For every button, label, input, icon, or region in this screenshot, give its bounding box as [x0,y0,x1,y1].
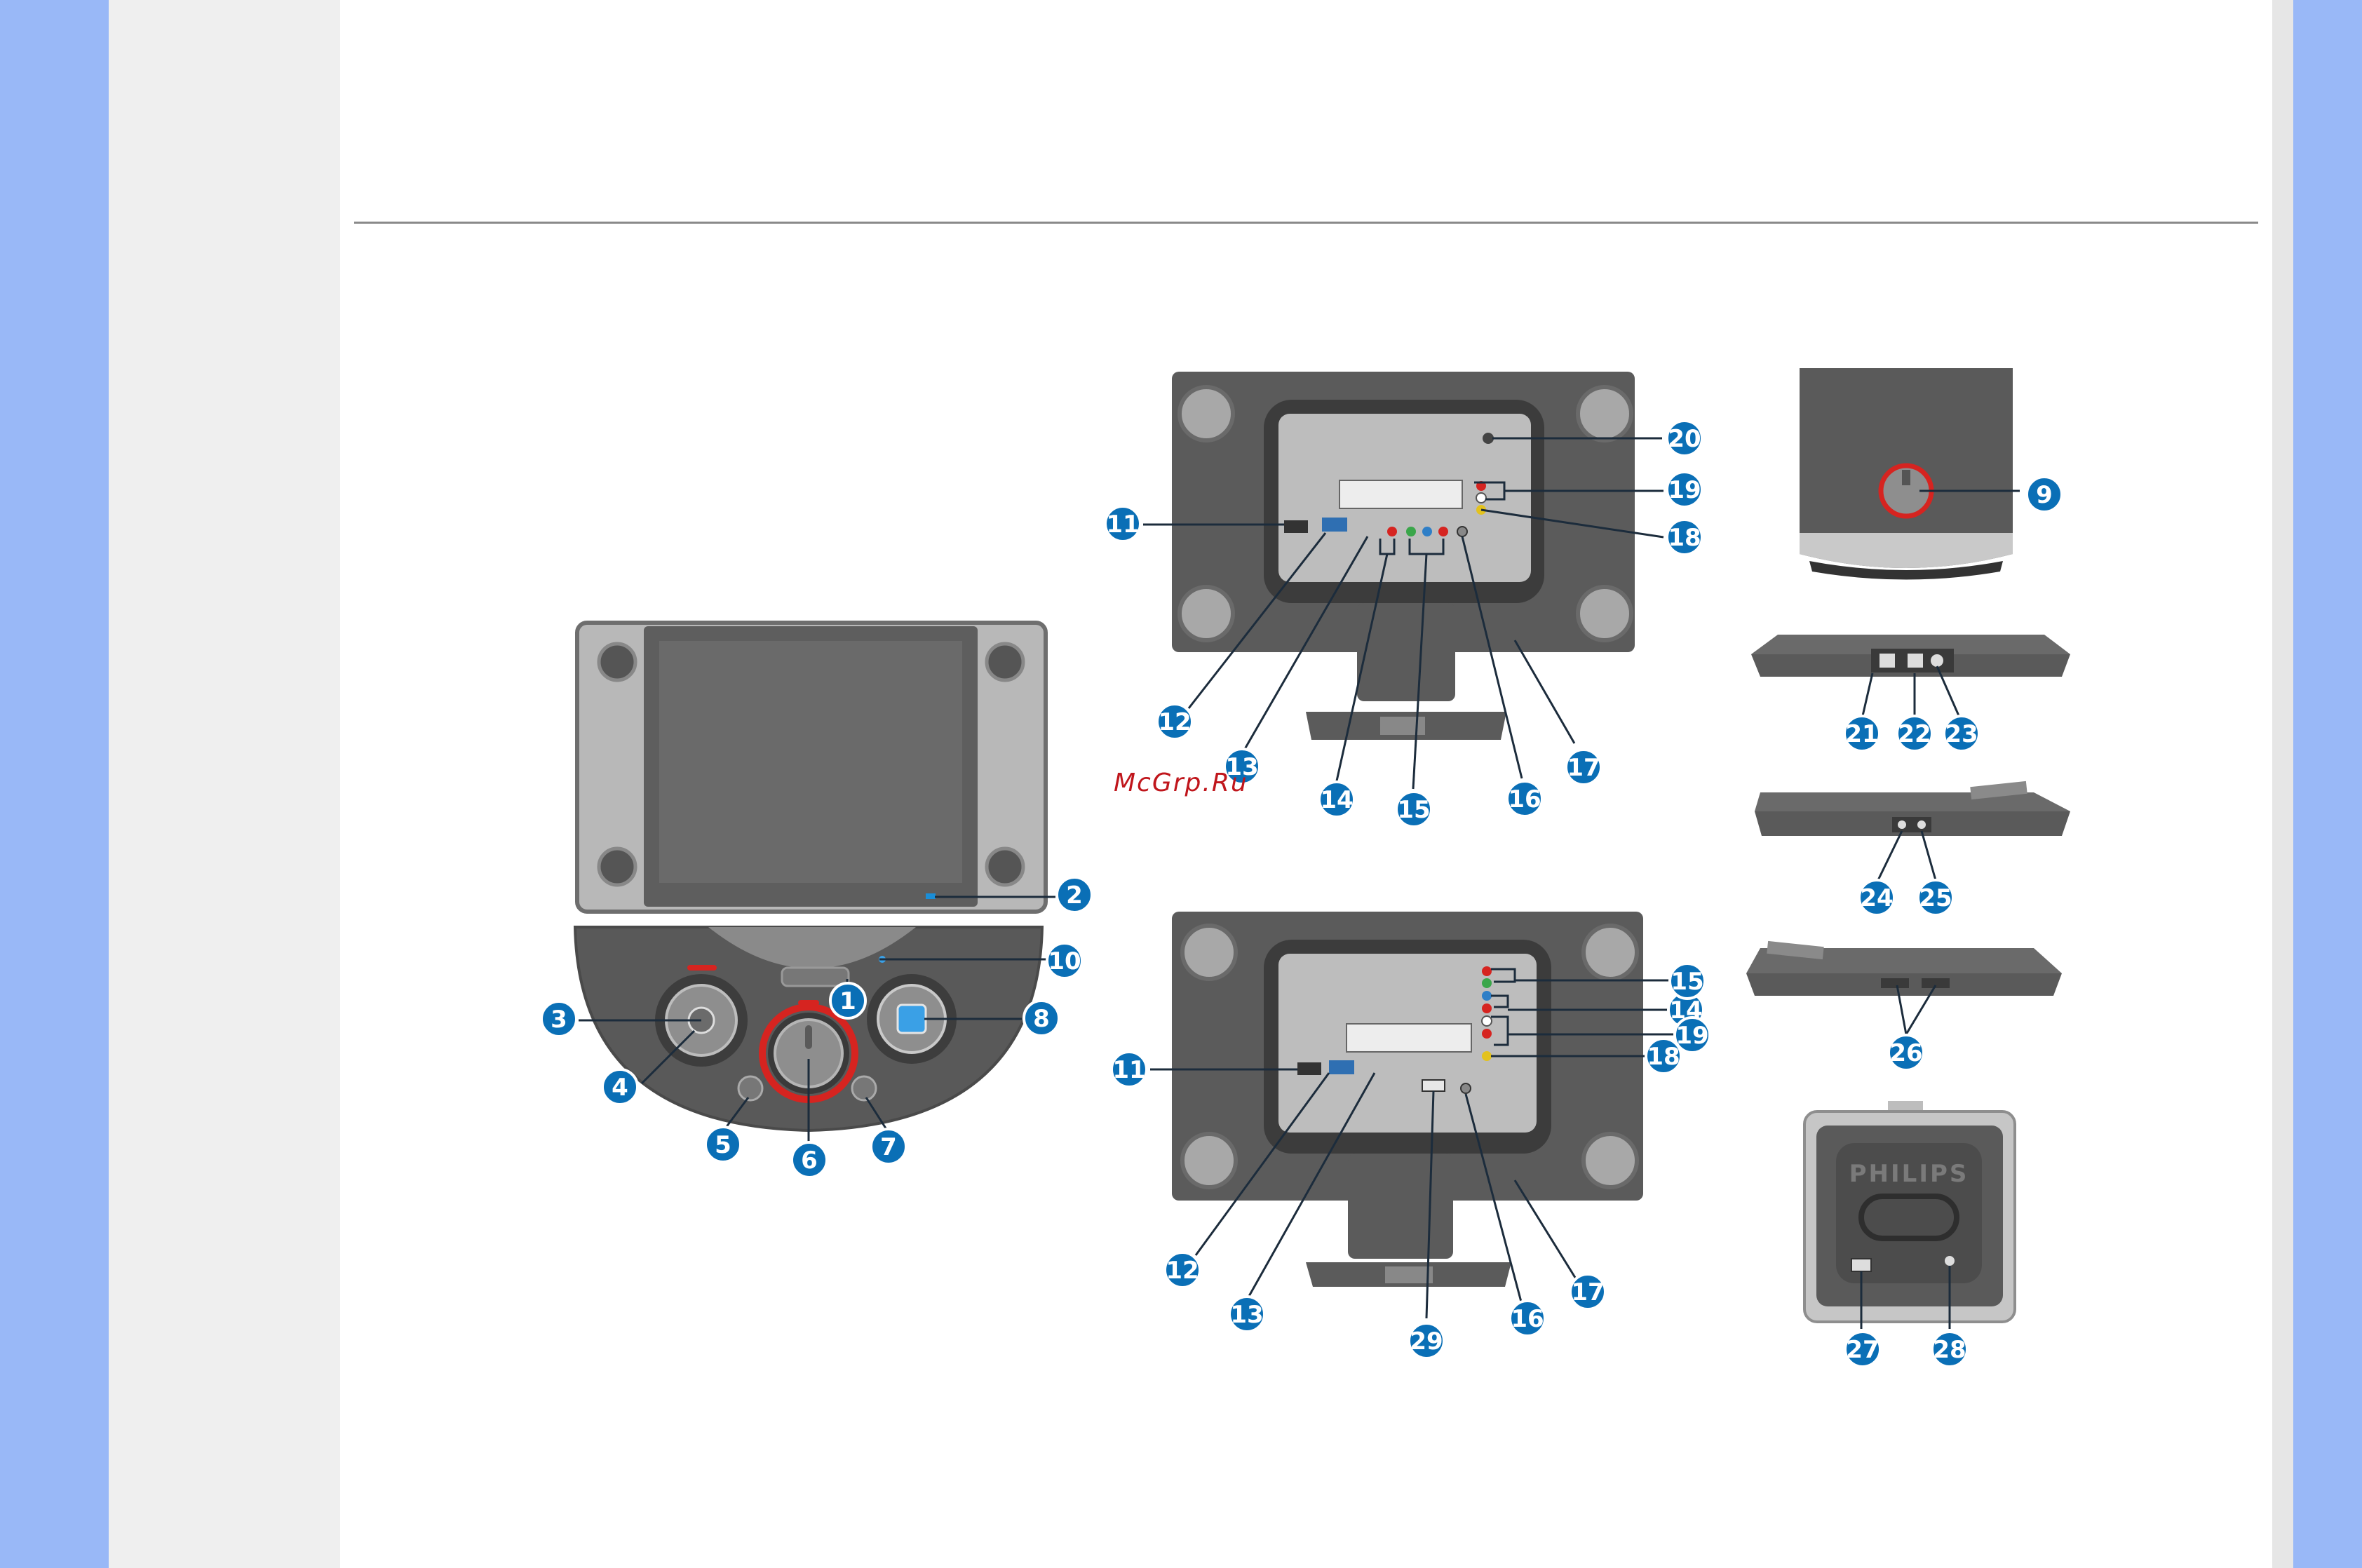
side-view-connectors-3 [1746,941,2062,996]
svg-text:11: 11 [1112,1056,1145,1084]
callout-5: 5 [706,1127,741,1162]
svg-text:14: 14 [1320,786,1353,814]
svg-text:27: 27 [1846,1336,1879,1364]
callout-28: 28 [1932,1332,1967,1367]
callout-19-top: 19 [1667,472,1702,507]
svg-text:15: 15 [1671,968,1703,996]
callout-29: 29 [1409,1323,1444,1358]
callout-11-bottom: 11 [1112,1052,1147,1087]
callout-2: 2 [1057,877,1092,912]
callout-12-top: 12 [1157,704,1192,739]
svg-text:17: 17 [1571,1278,1604,1306]
front-view [575,623,1046,1130]
svg-text:7: 7 [880,1133,897,1161]
callout-17-bottom: 17 [1570,1274,1605,1309]
callout-24: 24 [1859,880,1894,915]
callout-16-top: 16 [1507,781,1542,816]
callout-12-bottom: 12 [1165,1252,1200,1287]
callout-17-top: 17 [1566,750,1601,785]
svg-text:16: 16 [1508,785,1541,813]
svg-text:13: 13 [1230,1301,1263,1329]
svg-text:29: 29 [1410,1327,1443,1356]
svg-text:28: 28 [1933,1336,1966,1364]
svg-text:10: 10 [1048,947,1081,975]
svg-text:1: 1 [839,987,856,1015]
callout-15-bottom: 15 [1670,964,1705,999]
callout-23: 23 [1944,716,1979,751]
callout-26: 26 [1889,1035,1924,1070]
callout-3: 3 [541,1001,576,1036]
svg-text:12: 12 [1158,708,1191,736]
svg-text:2: 2 [1066,881,1083,910]
callout-4: 4 [602,1069,637,1104]
brand-logo: PHILIPS [1849,1160,1969,1188]
callout-7: 7 [871,1129,906,1164]
svg-text:20: 20 [1668,425,1701,453]
bottom-view: PHILIPS [1804,1101,2015,1322]
callout-10: 10 [1047,943,1082,978]
svg-text:16: 16 [1511,1305,1544,1333]
callout-8: 8 [1024,1001,1059,1036]
rear-view-top [1172,372,1635,740]
svg-text:19: 19 [1668,476,1701,504]
svg-text:22: 22 [1898,720,1931,748]
callout-14-top: 14 [1319,782,1354,817]
callout-1: 1 [830,983,865,1018]
callout-18-top: 18 [1667,520,1702,555]
rear-view-bottom [1172,912,1643,1287]
callout-6: 6 [792,1142,827,1177]
svg-text:9: 9 [2036,481,2053,509]
svg-text:26: 26 [1889,1039,1922,1067]
callout-16-bottom: 16 [1510,1301,1545,1336]
svg-text:17: 17 [1567,754,1600,782]
svg-text:23: 23 [1945,720,1978,748]
svg-text:25: 25 [1919,884,1952,912]
callout-19-bottom: 19 [1675,1018,1710,1053]
side-view-connectors-1 [1751,635,2070,677]
callout-25: 25 [1918,880,1953,915]
svg-text:6: 6 [801,1147,818,1175]
svg-text:15: 15 [1397,796,1430,824]
callout-21: 21 [1844,716,1880,751]
callout-15-top: 15 [1396,792,1431,827]
callout-22: 22 [1897,716,1932,751]
callout-11-top: 11 [1105,506,1140,541]
svg-text:21: 21 [1845,720,1878,748]
callout-27: 27 [1845,1332,1880,1367]
callout-9: 9 [2027,477,2062,512]
svg-text:3: 3 [551,1006,567,1034]
callout-13-bottom: 13 [1229,1297,1264,1332]
svg-text:24: 24 [1860,884,1893,912]
svg-text:5: 5 [715,1131,731,1159]
svg-text:12: 12 [1166,1257,1199,1285]
svg-text:18: 18 [1668,524,1701,552]
side-view-connectors-2 [1755,781,2070,836]
watermark-text: McGrp.Ru [1114,769,1248,797]
svg-text:4: 4 [612,1074,628,1102]
svg-text:8: 8 [1033,1005,1050,1033]
callout-20: 20 [1667,421,1702,456]
svg-text:11: 11 [1106,511,1139,539]
svg-text:19: 19 [1675,1022,1708,1050]
side-view-top [1800,368,2013,580]
